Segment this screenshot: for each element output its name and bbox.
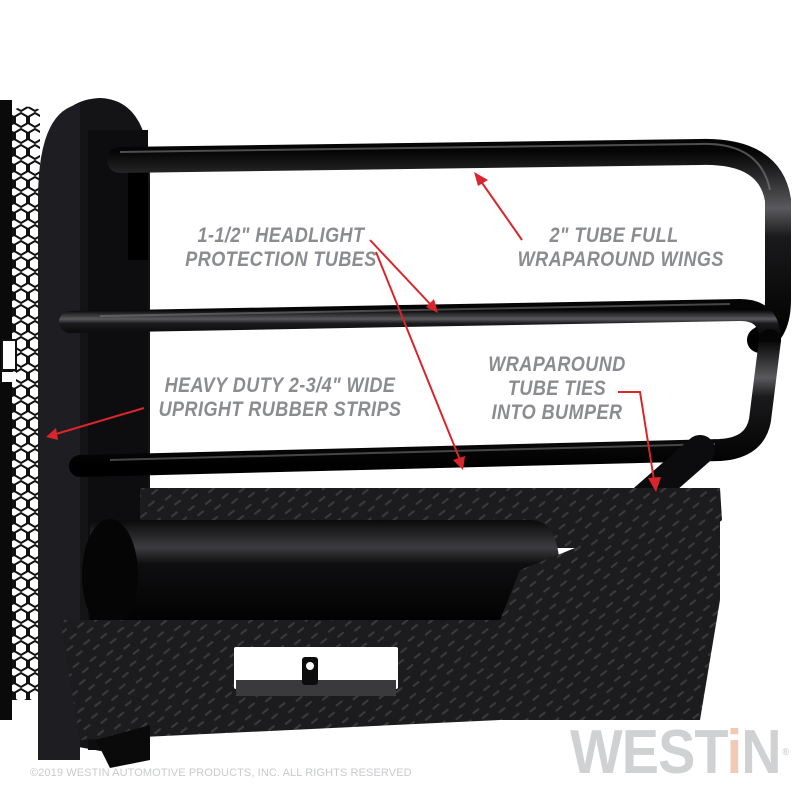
callout-line: WRAPAROUND WINGS [517,248,724,271]
brand-logo-suffix: N [741,718,781,787]
lower-headlight-tube [69,329,781,477]
callout-line: PROTECTION TUBES [185,248,377,271]
callout-rubber-strips: HEAVY DUTY 2-3/4" WIDE UPRIGHT RUBBER ST… [151,374,409,422]
brand-logo: WESTiN® [570,722,789,784]
callout-line: WRAPAROUND [488,353,626,376]
callout-line: TUBE TIES [507,377,607,400]
brand-logo-accent: i [726,718,743,787]
callout-tube-ties: WRAPAROUND TUBE TIES INTO BUMPER [484,353,630,425]
callout-line: 1-1/2" HEADLIGHT [197,224,365,247]
bumper-main-tube [90,520,560,630]
lower-mount [96,725,150,768]
callout-wraparound-wings: 2" TUBE FULL WRAPAROUND WINGS [517,224,724,272]
callout-arrows [46,172,661,492]
bumper-wing-plate [500,490,720,720]
copyright-text: ©2019 WESTIN AUTOMOTIVE PRODUCTS, INC. A… [30,767,412,779]
grille-mesh [0,100,40,720]
callout-headlight-tubes: 1-1/2" HEADLIGHT PROTECTION TUBES [168,224,393,272]
callout-line: HEAVY DUTY 2-3/4" WIDE [164,374,396,397]
callout-line: UPRIGHT RUBBER STRIPS [158,398,402,421]
registered-mark: ® [782,747,789,758]
brand-logo-prefix: WEST [570,718,727,787]
callout-line: INTO BUMPER [491,401,623,424]
callout-line: 2" TUBE FULL [549,224,679,247]
